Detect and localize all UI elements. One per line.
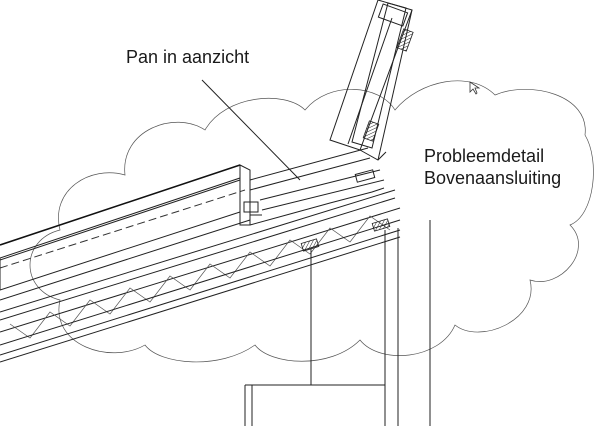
wall-lines bbox=[244, 220, 431, 426]
upper-frame bbox=[329, 0, 414, 161]
mouse-pointer-icon bbox=[469, 81, 481, 95]
ridge-tile-end bbox=[239, 164, 262, 226]
problem-detail-label: Probleemdetail Bovenaansluiting bbox=[424, 145, 561, 189]
pan-leader-line bbox=[201, 79, 301, 181]
pan-in-aanzicht-label: Pan in aanzicht bbox=[126, 47, 250, 67]
problem-detail-line-1: Probleemdetail bbox=[424, 146, 545, 166]
revision-cloud bbox=[29, 80, 594, 363]
ridge-profile bbox=[249, 147, 385, 226]
roof-package bbox=[0, 164, 401, 363]
problem-detail-line-2: Bovenaansluiting bbox=[424, 168, 562, 188]
